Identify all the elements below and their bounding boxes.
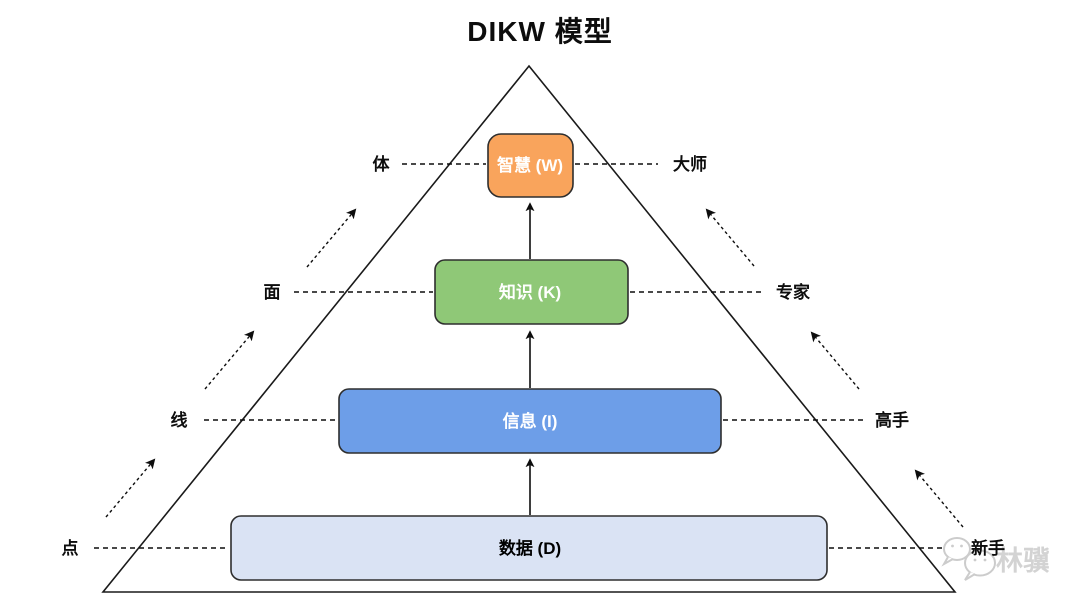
ascend-arrows-right <box>705 208 964 528</box>
mastery-label-data: 新手 <box>971 538 1005 558</box>
level-box-information-label: 信息 (I) <box>503 411 558 431</box>
dimension-label-wisdom: 体 <box>373 154 391 174</box>
level-guide-lines <box>94 163 944 549</box>
wechat-logo-icon <box>941 537 996 581</box>
level-box-information-border <box>338 388 722 454</box>
dimension-label-information: 线 <box>171 410 188 430</box>
ascend-arrow-right-3 <box>705 208 755 267</box>
ascend-arrow-right-1 <box>914 469 964 528</box>
mastery-label-information: 高手 <box>875 410 909 430</box>
dimension-label-knowledge: 面 <box>264 283 281 302</box>
pyramid-outline <box>101 64 957 593</box>
level-box-wisdom-label: 智慧 (W) <box>497 155 563 175</box>
level-box-knowledge-label: 知识 (K) <box>498 282 561 302</box>
level-box-data-border <box>230 515 828 581</box>
dimension-label-data: 点 <box>62 538 79 558</box>
level-box-data-label: 数据 (D) <box>499 538 561 558</box>
watermark-author-text: 林骥 <box>996 546 1050 576</box>
level-box-information <box>339 389 721 453</box>
level-box-wisdom-border <box>487 133 574 198</box>
mastery-label-knowledge: 专家 <box>776 282 810 302</box>
ascend-arrows-left <box>105 208 357 518</box>
level-box-knowledge <box>435 260 628 324</box>
page-title: DIKW 模型 <box>467 16 613 47</box>
ascend-arrow-left-3 <box>306 208 357 268</box>
ascend-arrow-left-1 <box>105 458 156 518</box>
level-box-wisdom <box>488 134 573 197</box>
mastery-label-wisdom: 大师 <box>673 154 707 174</box>
level-box-knowledge-border <box>434 259 629 325</box>
ascend-arrow-left-2 <box>204 330 255 390</box>
ascend-arrow-right-2 <box>810 331 860 390</box>
level-box-data <box>231 516 827 580</box>
